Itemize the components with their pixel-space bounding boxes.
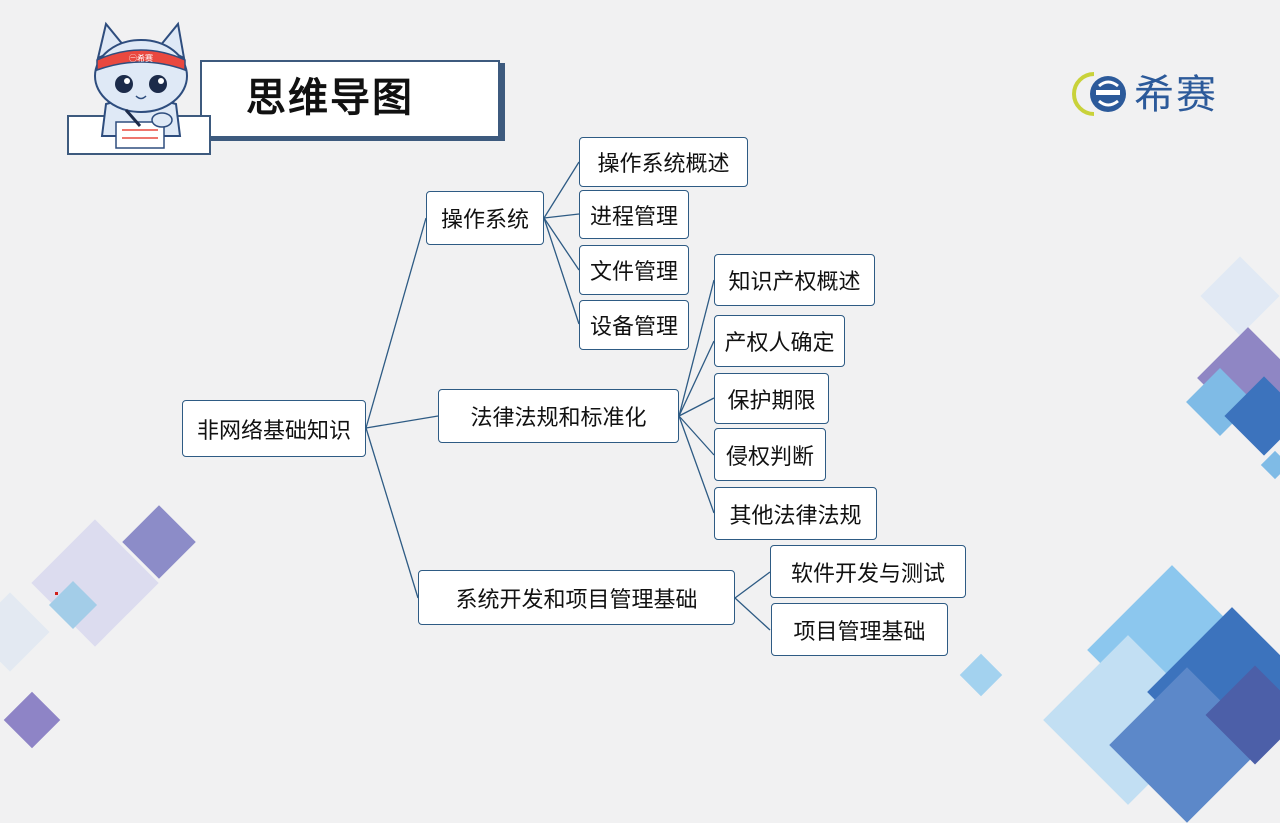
connector [543,213,580,219]
connector [678,340,715,417]
connector [678,415,715,514]
title-banner [200,60,500,138]
mascot-band-text: ㊀希赛 [129,53,153,63]
leaf-node-dev-test[interactable]: 软件开发与测试 [770,545,966,598]
connector [678,415,715,456]
mascot-cat-illustration: ㊀希赛 [67,21,211,155]
leaf-node-file[interactable]: 文件管理 [579,245,689,295]
connector [678,397,715,417]
connector [543,217,580,271]
leaf-node-protection[interactable]: 保护期限 [714,373,829,424]
logo-text: 希赛 [1134,72,1218,118]
connector [543,161,580,219]
xisai-logo-icon [1072,72,1126,116]
connector [734,597,771,631]
leaf-node-os-overview[interactable]: 操作系统概述 [579,137,748,187]
leaf-node-infringement[interactable]: 侵权判断 [714,428,826,481]
connector [365,217,427,429]
branch-node-law[interactable]: 法律法规和标准化 [438,389,679,443]
leaf-node-ip-overview[interactable]: 知识产权概述 [714,254,875,306]
leaf-node-device[interactable]: 设备管理 [579,300,689,350]
connector [543,217,580,325]
mindmap-root-node[interactable]: 非网络基础知识 [182,400,366,457]
page-title: 思维导图 [246,75,414,121]
leaf-node-pm-basics[interactable]: 项目管理基础 [771,603,948,656]
red-dot [55,592,58,595]
leaf-node-owner[interactable]: 产权人确定 [714,315,845,367]
branch-node-devpm[interactable]: 系统开发和项目管理基础 [418,570,735,625]
leaf-node-process[interactable]: 进程管理 [579,190,689,239]
leaf-node-other-laws[interactable]: 其他法律法规 [714,487,877,540]
connector [678,279,715,417]
connector [365,415,439,429]
branch-node-os[interactable]: 操作系统 [426,191,544,245]
connector [734,571,771,599]
connector [365,427,419,599]
mindmap-connectors [365,161,771,631]
